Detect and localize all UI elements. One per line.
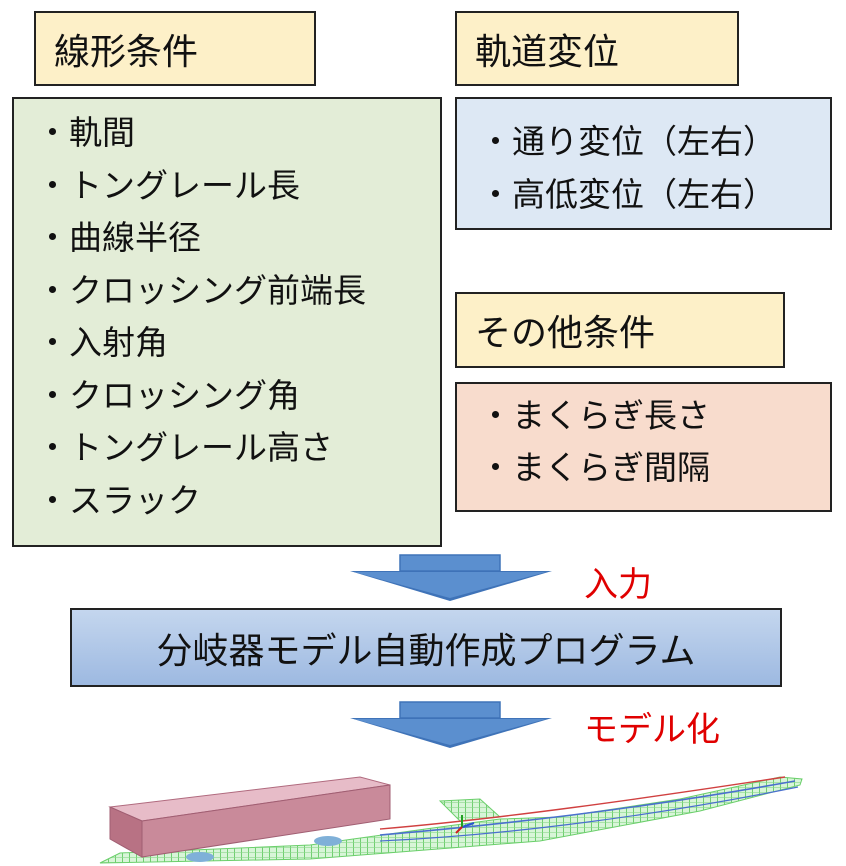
model-label: モデル化 [584,710,720,750]
wheelset [314,836,342,846]
list-item: ・クロッシング前端長 [36,270,366,310]
program-label: 分岐器モデル自動作成プログラム [156,630,696,672]
model-arrow [350,701,552,748]
program-box: 分岐器モデル自動作成プログラム [70,608,782,687]
linear-conditions-list: ・軌間 ・トングレール長 ・曲線半径 ・クロッシング前端長 ・入射角 ・クロッシ… [36,107,440,527]
list-item: ・曲線半径 [36,218,201,257]
track-irregularity-title: 軌道変位 [475,31,620,73]
vehicle-body [108,776,391,858]
list-item: ・通り変位（左右） [479,122,776,161]
rail-line [379,780,796,836]
linear-conditions-title-box: 線形条件 [34,11,316,86]
other-conditions-box: ・まくらぎ長さ ・まくらぎ間隔 [455,382,832,512]
list-item: ・入射角 [36,323,168,362]
list-item: ・トングレール長 [36,165,300,205]
track-irregularity-title-box: 軌道変位 [455,11,739,86]
list-item: ・クロッシング角 [36,375,300,415]
rail-line [379,786,799,842]
input-label: 入力 [584,565,652,605]
other-conditions-title: その他条件 [475,313,656,354]
linear-conditions-box: ・軌間 ・トングレール長 ・曲線半径 ・クロッシング前端長 ・入射角 ・クロッシ… [12,97,442,547]
wheelset [186,852,214,862]
input-arrow [350,554,552,601]
track-irregularity-list: ・通り変位（左右） ・高低変位（左右） [479,115,830,221]
other-conditions-title-box: その他条件 [455,292,785,368]
rail-line [379,776,786,830]
track-irregularity-box: ・通り変位（左右） ・高低変位（左右） [455,97,832,230]
list-item: ・まくらぎ間隔 [479,448,710,487]
list-item: ・高低変位（左右） [479,175,776,214]
axis-marker-icon [455,815,475,834]
list-item: ・トングレール高さ [36,428,333,467]
list-item: ・軌間 [36,113,135,152]
other-conditions-list: ・まくらぎ長さ ・まくらぎ間隔 [479,390,830,494]
list-item: ・まくらぎ長さ [479,396,710,435]
linear-conditions-title: 線形条件 [54,31,199,73]
list-item: ・スラック [36,480,201,520]
turnout-model-figure [99,776,803,864]
